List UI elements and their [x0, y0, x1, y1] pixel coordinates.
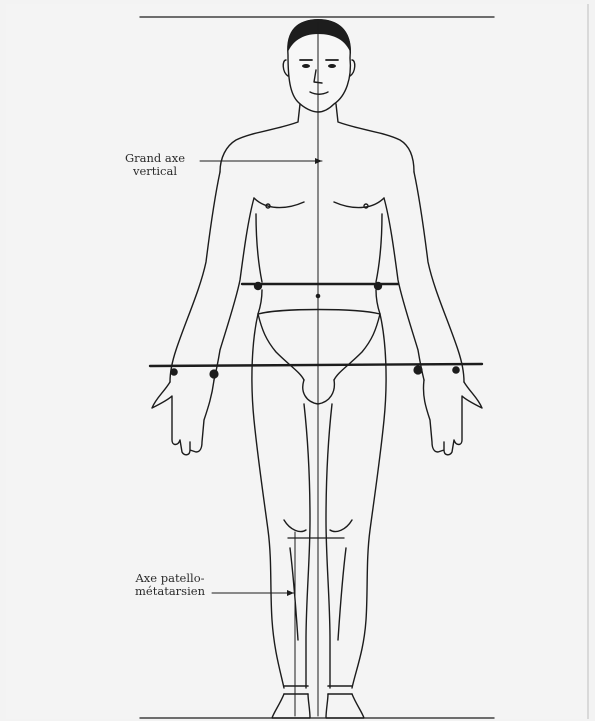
head: [283, 19, 355, 112]
landmark-dot: [209, 369, 218, 378]
right-arm: [384, 172, 482, 455]
leader-arrows: [200, 158, 322, 596]
landmark-dot: [254, 282, 262, 290]
vertical-axis-label-line2: vertical: [112, 165, 198, 178]
torso: [220, 104, 414, 314]
patellar-axis-label-line2: métatarsien: [128, 585, 212, 598]
landmark-dot: [413, 365, 422, 374]
vertical-axis-label: Grand axe vertical: [112, 152, 198, 178]
landmark-dot: [452, 366, 460, 374]
briefs: [258, 310, 380, 405]
landmark-dot: [374, 282, 382, 290]
legs: [252, 314, 386, 718]
left-arm: [152, 172, 254, 455]
landmark-dot: [170, 368, 178, 376]
patellar-axis-label: Axe patello- métatarsien: [128, 572, 212, 598]
wrist-horizontal-line: [150, 364, 482, 366]
patellar-axis-arrowhead: [287, 590, 294, 596]
